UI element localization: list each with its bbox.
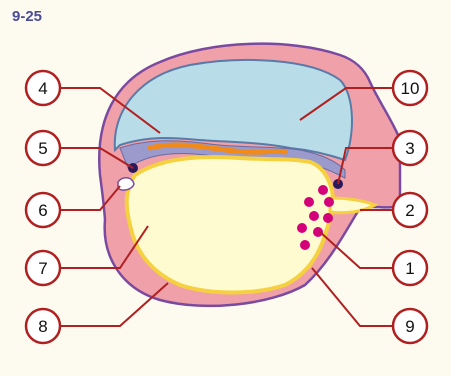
cell bbox=[309, 211, 319, 221]
cell bbox=[324, 197, 334, 207]
cell bbox=[300, 240, 310, 250]
cell bbox=[323, 213, 333, 223]
cell bbox=[313, 227, 323, 237]
callout-7-label: 7 bbox=[38, 259, 47, 278]
cell bbox=[318, 185, 328, 195]
callout-1-label: 1 bbox=[405, 259, 414, 278]
callout-4-label: 4 bbox=[38, 79, 47, 98]
callout-3-label: 3 bbox=[405, 139, 414, 158]
callout-8-label: 8 bbox=[38, 317, 47, 336]
callout-10-label: 10 bbox=[401, 79, 420, 98]
callout-9-label: 9 bbox=[405, 317, 414, 336]
callout-6-label: 6 bbox=[38, 201, 47, 220]
cell bbox=[304, 197, 314, 207]
cell bbox=[297, 223, 307, 233]
callout-2-label: 2 bbox=[405, 201, 414, 220]
leader-line-9 bbox=[312, 268, 392, 326]
left-fold bbox=[118, 178, 134, 190]
callout-5-label: 5 bbox=[38, 139, 47, 158]
